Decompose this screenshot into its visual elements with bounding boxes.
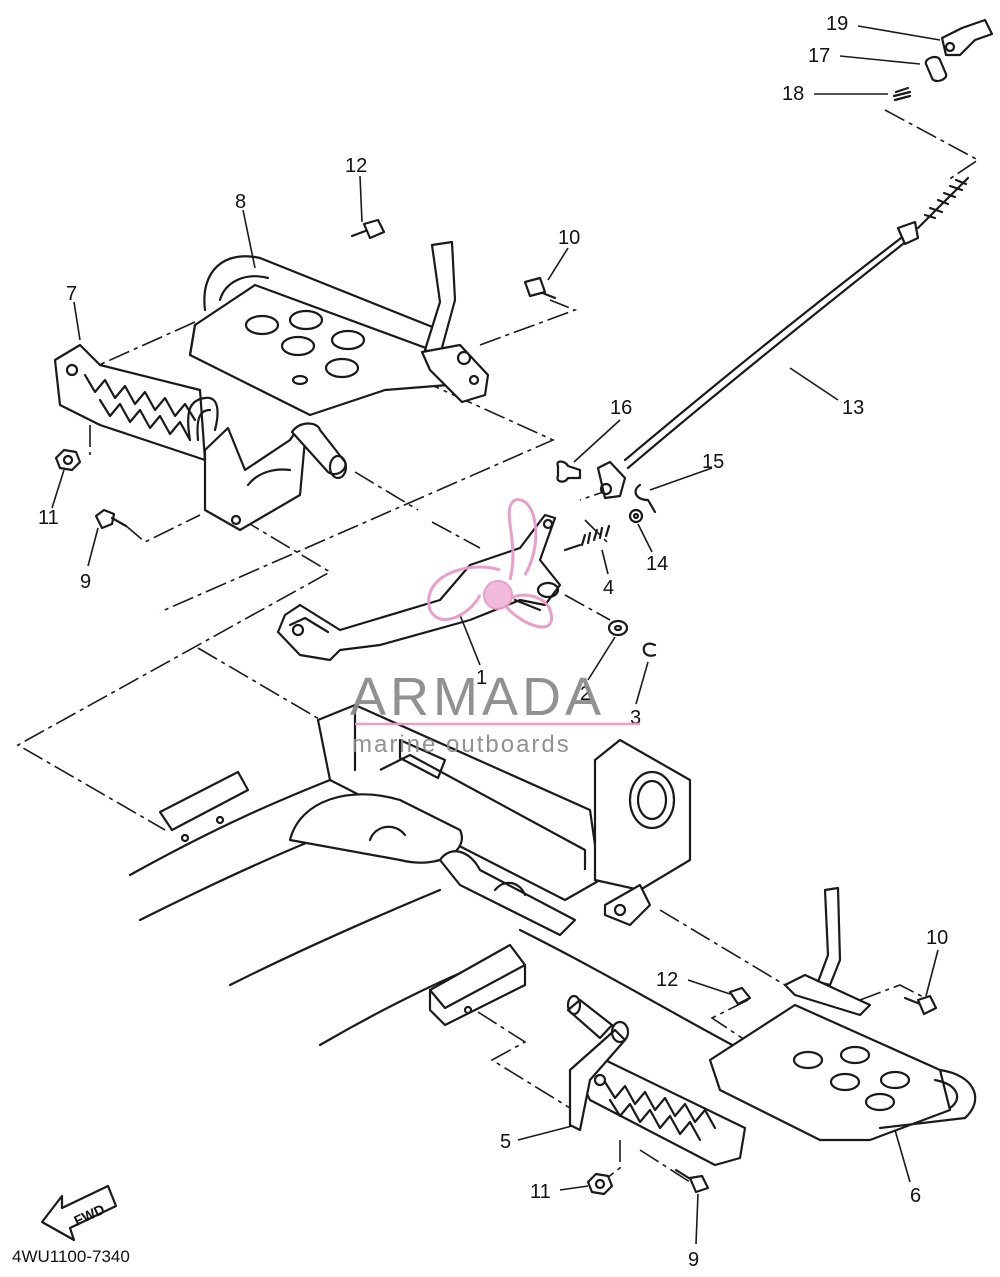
callout-9-upper: 9 (80, 571, 91, 593)
footpeg-bracket-left (203, 422, 348, 532)
footrest-left (188, 240, 490, 417)
callout-10-upper: 10 (558, 227, 580, 249)
callout-17: 17 (808, 45, 830, 67)
callout-7: 7 (66, 283, 77, 305)
nut-11-upper (54, 448, 82, 472)
callout-4: 4 (603, 577, 614, 599)
fwd-arrow: FWD (40, 1184, 118, 1242)
callouts: 19 17 18 12 8 10 7 13 16 15 11 9 14 4 1 … (38, 13, 948, 1271)
brand-name: ARMADA (350, 667, 605, 727)
callout-15: 15 (702, 451, 724, 473)
callout-12-upper: 12 (345, 155, 367, 177)
cable-adjuster-top (892, 18, 994, 102)
callout-11-upper: 11 (38, 507, 59, 529)
callout-12-lower: 12 (656, 969, 678, 991)
washer-14 (628, 508, 644, 524)
bolt-10-lower (903, 994, 938, 1016)
footpeg-right (566, 994, 747, 1167)
callout-2: 2 (580, 683, 591, 705)
bolt-9-upper (94, 508, 128, 530)
brand-tagline: marine outboards (352, 731, 571, 758)
callout-1: 1 (476, 667, 487, 689)
clevis-pin-16 (556, 460, 582, 483)
callout-5: 5 (500, 1131, 511, 1153)
bracket-plate-lower (428, 943, 527, 1027)
cotter-pin-15 (634, 483, 657, 514)
circlip-3 (642, 642, 657, 657)
propeller-logo-icon (427, 498, 554, 629)
callout-14: 14 (646, 553, 668, 575)
bolt-12-upper (350, 218, 386, 240)
nut-11-lower (586, 1172, 614, 1196)
callout-19: 19 (826, 13, 848, 35)
bolt-9-lower (674, 1168, 710, 1194)
alignment-lines (16, 109, 980, 1183)
callout-13: 13 (842, 397, 864, 419)
callout-6: 6 (910, 1185, 921, 1207)
footrest-right (708, 886, 977, 1142)
callout-16: 16 (610, 397, 632, 419)
bolt-10-upper (523, 276, 557, 300)
frame (128, 703, 782, 1072)
callout-9-lower: 9 (688, 1249, 699, 1271)
bolt-12-lower (728, 986, 752, 1006)
leader-lines (51, 25, 941, 1245)
spring-4 (563, 524, 611, 552)
callout-10-lower: 10 (926, 927, 948, 949)
callout-3: 3 (630, 707, 641, 729)
washer-2 (607, 619, 629, 637)
callout-11-lower: 11 (530, 1181, 551, 1203)
armada-watermark: ARMADA marine outboards (350, 498, 640, 758)
diagram-code: 4WU1100-7340 (12, 1247, 130, 1266)
brake-cable (596, 176, 970, 500)
callout-8: 8 (235, 191, 246, 213)
footpeg-left (53, 343, 219, 462)
callout-18: 18 (782, 83, 804, 105)
brake-pedal (276, 513, 562, 662)
